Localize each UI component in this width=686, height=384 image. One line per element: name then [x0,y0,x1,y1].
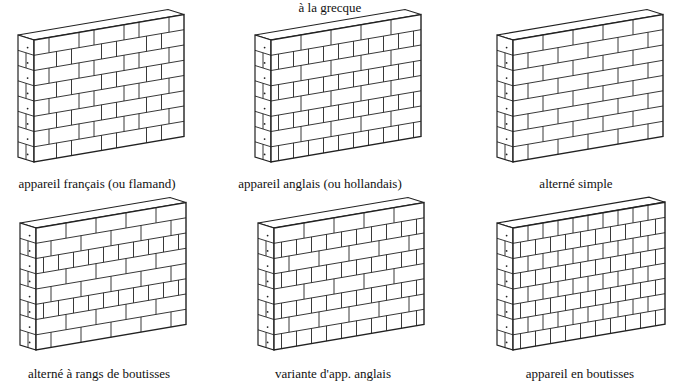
brick-wall [497,10,663,163]
wall-caption: appareil français (ou flamand) [18,176,175,191]
brick-wall [497,197,665,350]
wall-caption: variante d'app. anglais [275,366,391,381]
brick-wall [18,10,184,163]
wall-caption: appareil en boutisses [526,366,634,381]
brick-wall [255,10,421,163]
brick-wall [20,198,186,351]
wall-caption: alterné à rangs de boutisses [28,366,170,381]
wall-caption: alterné simple [539,176,612,191]
wall-caption: appareil anglais (ou hollandais) [238,176,402,191]
brick-wall [258,198,424,351]
heading-fragment: à la grecque [299,0,362,15]
